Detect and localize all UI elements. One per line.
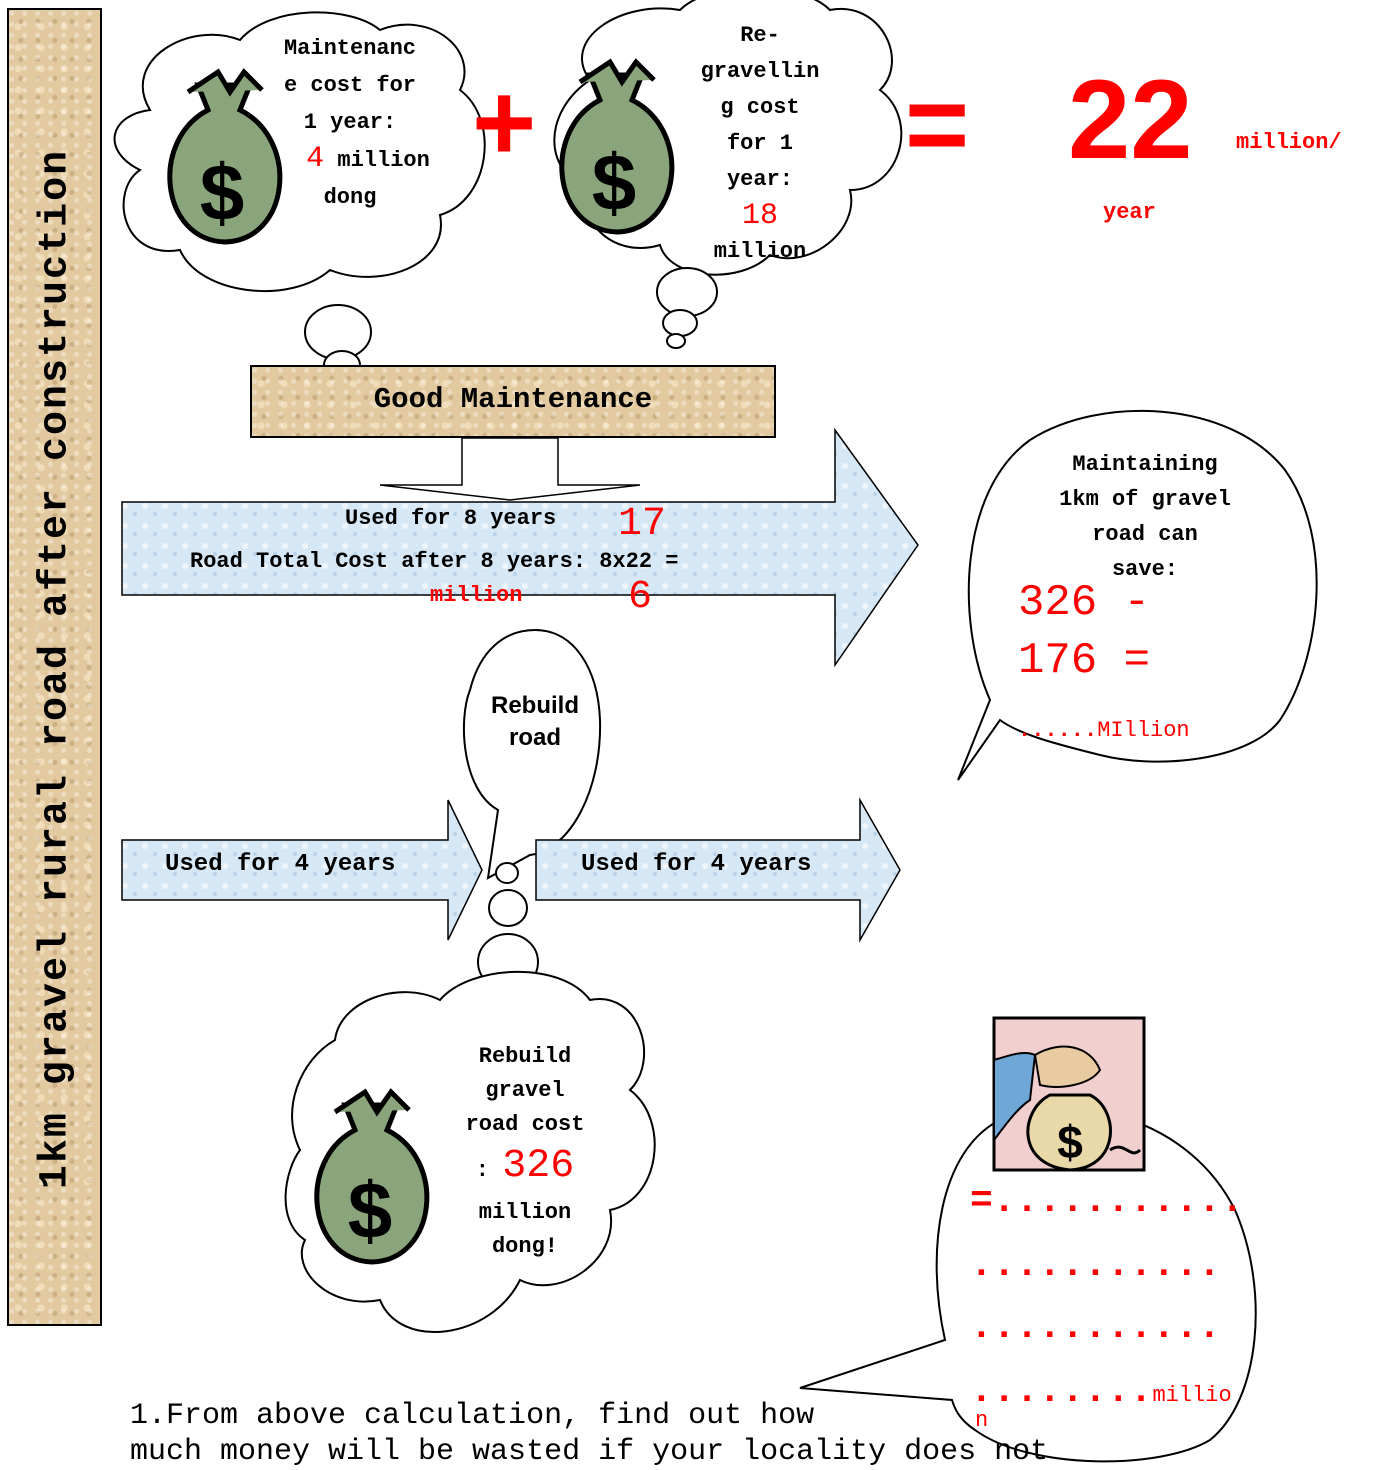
arrow-left-label: Used for 4 years — [165, 851, 396, 878]
cloud2-line2: gravellin — [700, 59, 820, 84]
money-bag-icon-3: $ — [314, 1088, 430, 1265]
cloud2-line1: Re- — [740, 23, 780, 48]
cloud3-value: 326 — [502, 1144, 575, 1189]
cloud2-unit: million — [713, 239, 807, 264]
answer-line4: ........ — [970, 1370, 1153, 1413]
cloud3-line4: : 326 — [440, 1142, 610, 1196]
good-maintenance-box: Good Maintenance — [250, 365, 776, 438]
cloud3-line3: road cost — [465, 1112, 585, 1137]
savings-calc2: 176 = — [1018, 636, 1151, 686]
answer-line3: ........... — [970, 1306, 1221, 1349]
cloud3-line6: dong! — [491, 1234, 558, 1259]
arrow-top-line1: Used for 8 years — [345, 506, 557, 531]
cloud1-value: 4 — [306, 142, 325, 176]
savings-bubble-text: Maintaining 1km of gravel road can save: — [1025, 447, 1265, 587]
cloud2-tail-2 — [662, 309, 698, 337]
cloud1-line1: Maintenanc — [283, 36, 417, 61]
cloud1-line4: 4 million — [258, 141, 478, 179]
cloud2-value: 18 — [741, 199, 778, 233]
cloud1-line3: 1 year: — [303, 110, 397, 135]
question-line1: 1.From above calculation, find out how — [130, 1399, 815, 1433]
answer-line2: ........... — [970, 1244, 1221, 1287]
cloud3-prefix: : — [475, 1158, 489, 1183]
savings-line4: save: — [1111, 557, 1178, 582]
cloud2-line4: for 1 — [726, 131, 793, 156]
savings-line3: road can — [1092, 522, 1198, 547]
savings-calc1: 326 - — [1018, 578, 1151, 628]
cloud-regravel-text: Re- gravellin g cost for 1 year: 18 mill… — [660, 18, 860, 270]
cloud-rebuild-text: Rebuild gravel road cost : 326 million d… — [440, 1040, 610, 1264]
arrow-right — [535, 797, 901, 943]
savings-result: ......MIllion — [1018, 718, 1190, 743]
cloud2-line5: year: — [726, 167, 793, 192]
money-bag-icon-1: $ — [167, 68, 283, 245]
cloud1-line5: dong — [323, 185, 377, 210]
svg-text:$: $ — [348, 1166, 393, 1255]
money-hand-picture: $ — [992, 1016, 1146, 1172]
answer-line5: n — [975, 1408, 989, 1433]
total-value: 22 — [1068, 57, 1193, 182]
savings-bubble — [957, 409, 1318, 781]
equals-sign: = — [905, 63, 970, 186]
cloud3-line1: Rebuild — [478, 1044, 572, 1069]
svg-text:$: $ — [1057, 1116, 1083, 1168]
answer-line1: =........... — [970, 1180, 1244, 1223]
arrow-top-line2: Road Total Cost after 8 years: 8x22 = — [190, 549, 679, 574]
arrow-down — [379, 437, 641, 501]
cloud1-line2: e cost for — [283, 73, 417, 98]
rebuild-tail-2 — [488, 889, 528, 927]
rebuild-bubble — [462, 628, 602, 880]
svg-text:$: $ — [592, 138, 637, 227]
answer-unit: millio — [1152, 1383, 1232, 1408]
savings-line1: Maintaining — [1072, 452, 1218, 477]
cloud2-tail-1 — [656, 267, 718, 317]
arrow-left — [121, 799, 483, 941]
svg-text:$: $ — [200, 148, 245, 237]
total-unit2: year — [1103, 200, 1156, 225]
arrow-top-clip: million 6 — [400, 575, 700, 620]
arrow-top-overlay-num: 17 — [618, 502, 667, 547]
cloud-maintenance-text: Maintenanc e cost for 1 year: 4 million … — [240, 30, 460, 216]
cloud3-line2: gravel — [485, 1078, 565, 1103]
arrow-top-line3: million — [430, 583, 523, 608]
cloud2-tail-3 — [666, 333, 686, 349]
answer-line5-clip: n — [975, 1410, 1005, 1432]
total-unit: million/ — [1236, 130, 1342, 155]
cloud3-line5: million — [478, 1200, 572, 1225]
answer-bubble — [799, 1107, 1257, 1463]
money-bag-icon-2: $ — [559, 58, 675, 235]
good-maintenance-label: Good Maintenance — [373, 383, 653, 416]
plus-sign: + — [472, 61, 537, 184]
side-label-panel: 1km gravel rural road after construction — [7, 8, 102, 1326]
cloud1-unit: million — [337, 148, 430, 173]
savings-dots: ...... — [1018, 718, 1098, 743]
question-text: 1.From above calculation, find out how m… — [130, 1398, 1380, 1470]
rebuild-line1: Rebuild — [491, 692, 579, 719]
question-line2: much money will be wasted if your locali… — [130, 1435, 1049, 1469]
savings-line2: 1km of gravel — [1059, 487, 1231, 512]
answer-line4-wrap: ........millio — [970, 1370, 1232, 1413]
arrow-top — [121, 427, 919, 668]
rebuild-tail-1 — [495, 862, 519, 884]
rebuild-bubble-text: Rebuild road — [470, 690, 600, 754]
rebuild-line2: road — [508, 724, 561, 751]
savings-unit: MIllion — [1097, 718, 1190, 743]
cloud2-line3: g cost — [720, 95, 800, 120]
arrow-top-overlay-num2: 6 — [628, 575, 653, 620]
arrow-right-label: Used for 4 years — [581, 851, 812, 878]
